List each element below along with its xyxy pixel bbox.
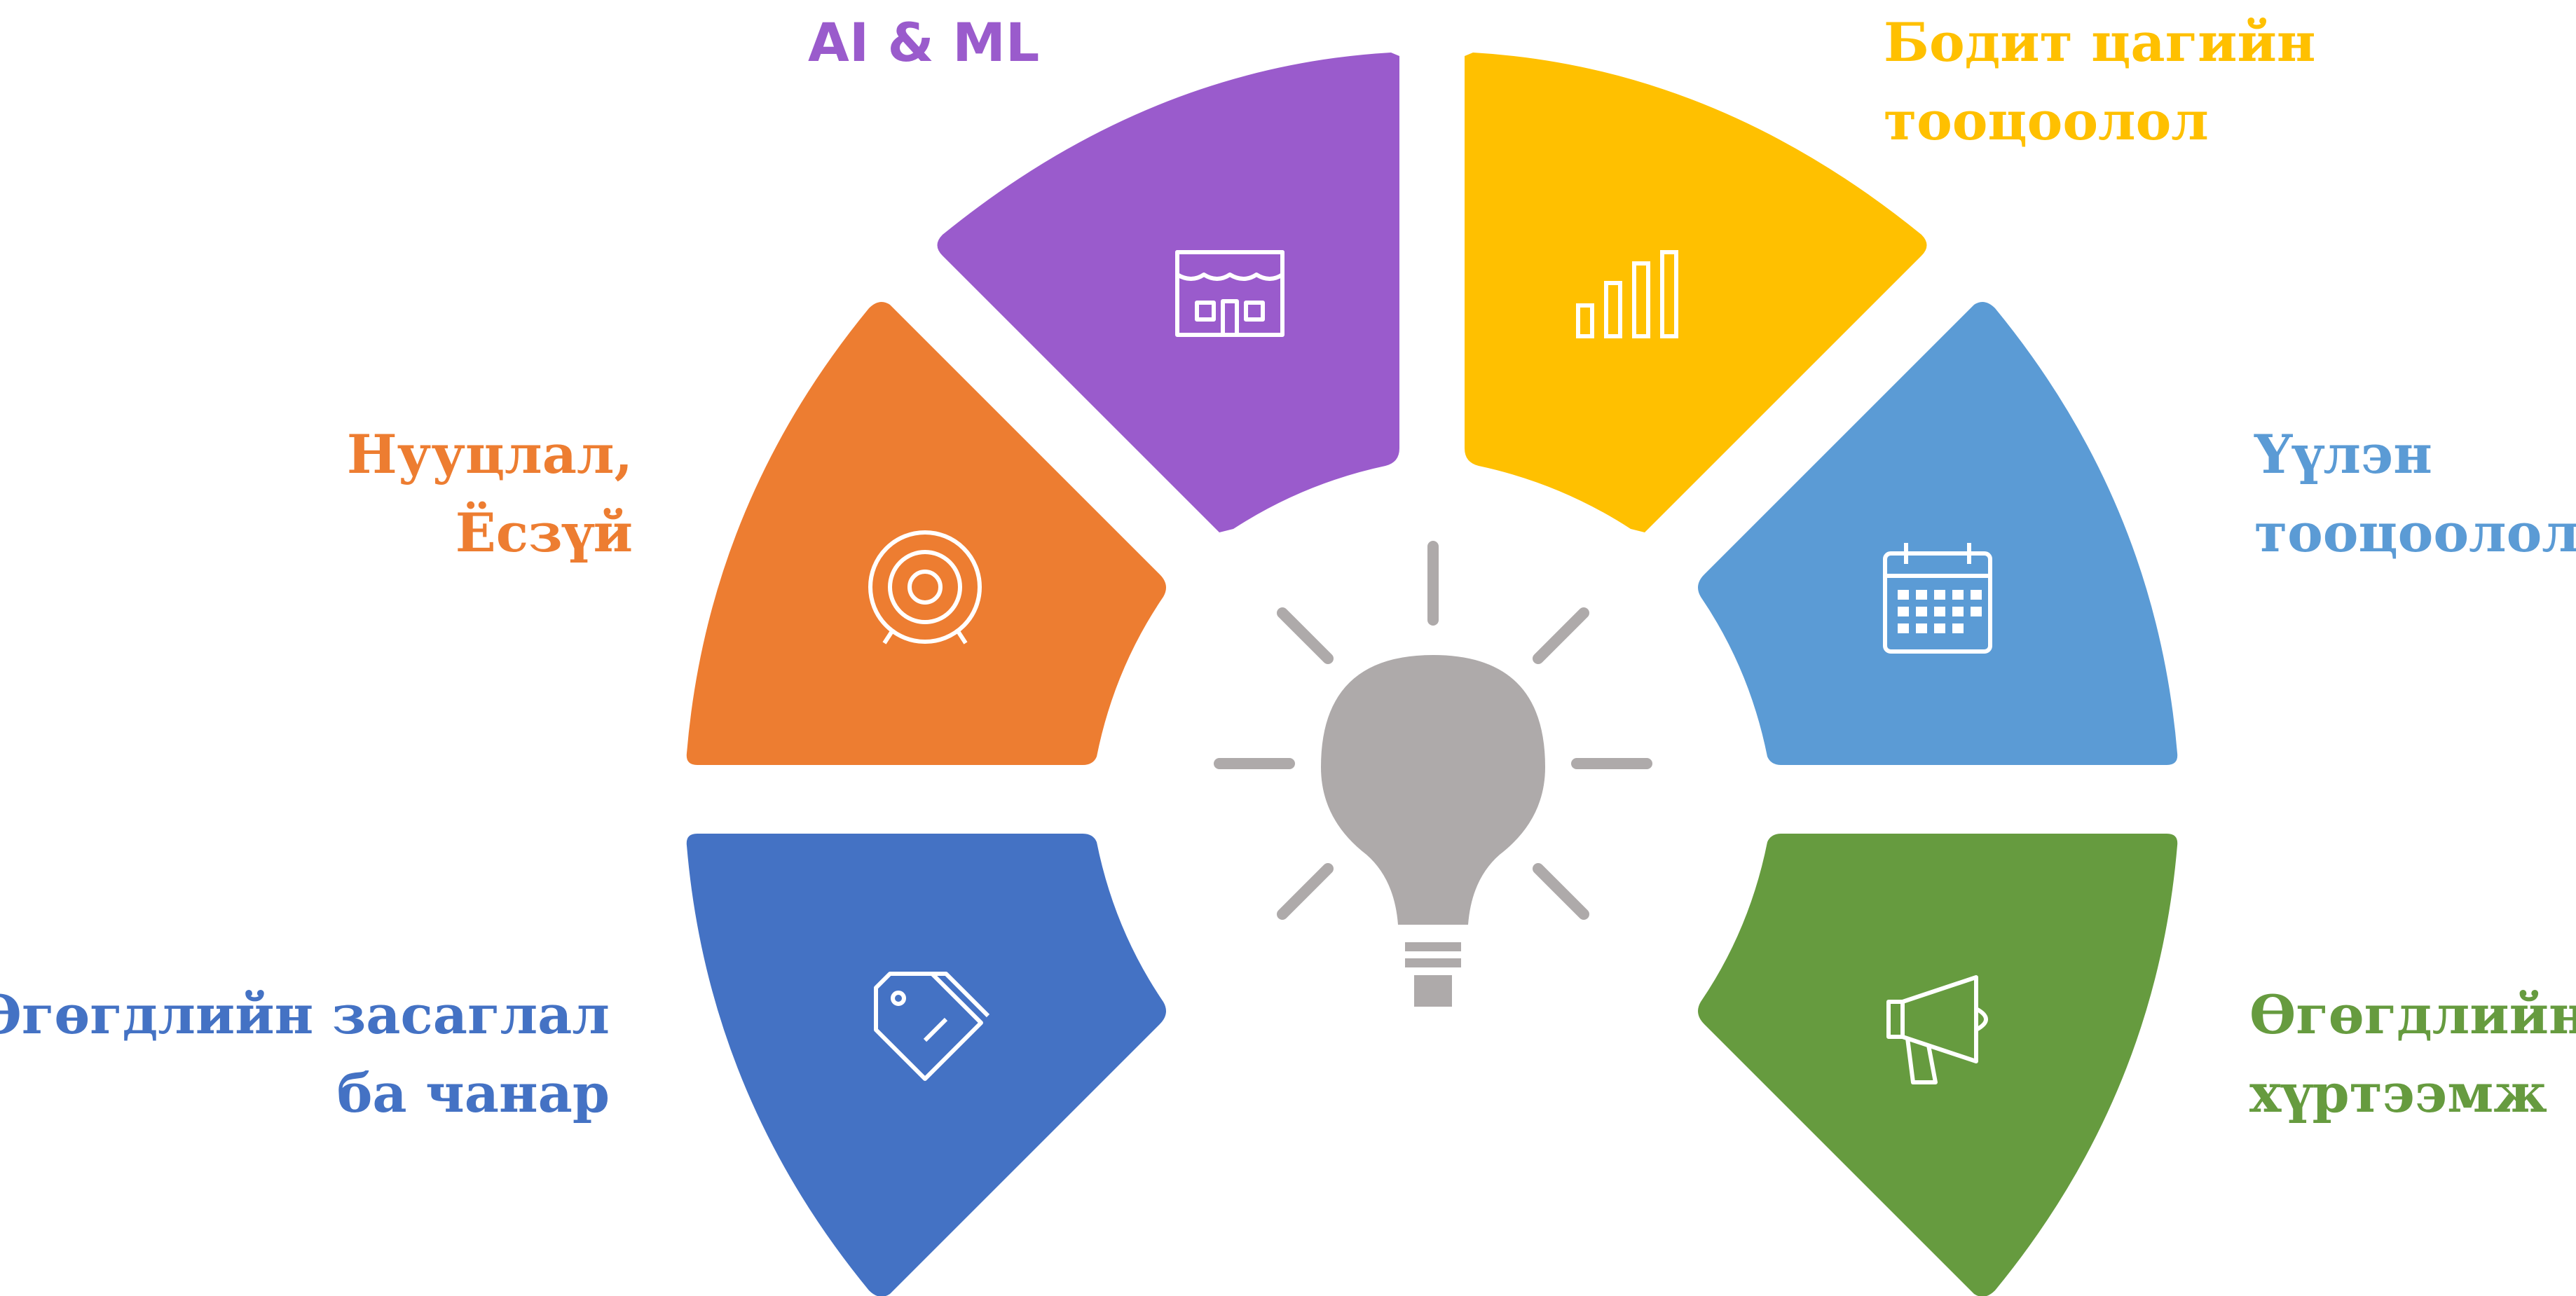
label-line: ба чанар xyxy=(336,1062,610,1124)
label-line: Ёсзүй xyxy=(455,502,633,564)
label-line: Нууцлал, xyxy=(346,423,633,485)
target-icon xyxy=(868,530,982,644)
label-line: хүртээмж xyxy=(2249,1062,2548,1124)
label-ai-ml: AI & ML xyxy=(808,4,1039,82)
label-line: Өгөгдлийн засаглал xyxy=(0,984,610,1046)
label-distributed: Үүлэн тооцоолол xyxy=(2254,415,2576,572)
calendar-icon xyxy=(1883,543,1992,654)
label-line: Өгөгдлийн xyxy=(2249,984,2576,1046)
segment-governance xyxy=(686,834,1166,1296)
label-line: Бодит цагийн xyxy=(1884,11,2316,74)
label-privacy: Нууцлал, Ёсзүй xyxy=(347,415,633,572)
segment-distributed xyxy=(1698,302,2178,765)
label-line: AI & ML xyxy=(808,11,1040,74)
bar-chart-icon xyxy=(1576,250,1678,338)
segment-access xyxy=(1698,834,2178,1296)
label-line: тооцоолол xyxy=(1884,90,2209,152)
price-tag-icon xyxy=(874,972,990,1081)
label-governance: Өгөгдлийн засаглал ба чанар xyxy=(0,976,610,1133)
segment-ai-ml xyxy=(937,53,1399,532)
megaphone-icon xyxy=(1886,975,1988,1084)
label-realtime: Бодит цагийн тооцоолол xyxy=(1884,4,2316,160)
label-line: тооцоолол xyxy=(2254,502,2576,564)
light-bulb-icon xyxy=(1214,541,1652,1007)
label-access: Өгөгдлийн хүртээмж xyxy=(2249,976,2576,1133)
segment-realtime xyxy=(1465,53,1927,532)
label-line: Үүлэн xyxy=(2254,423,2432,485)
storefront-icon xyxy=(1175,250,1284,337)
